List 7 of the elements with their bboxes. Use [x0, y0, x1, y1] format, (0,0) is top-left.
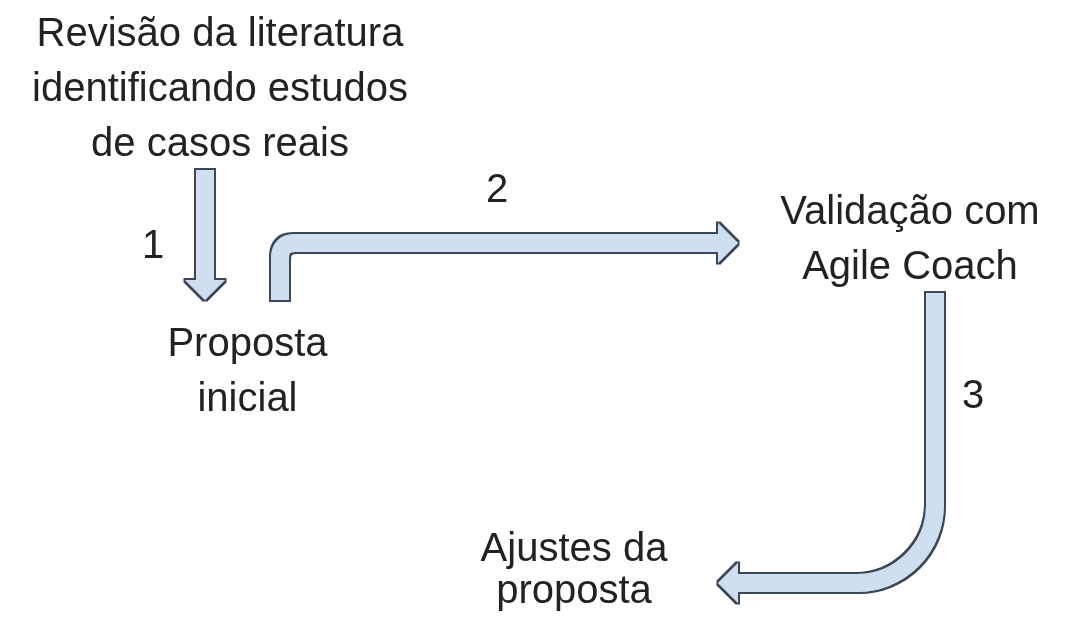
step-text: Validação com Agile Coach — [779, 187, 1041, 289]
step-text: Ajustes da proposta — [479, 526, 669, 610]
step-text: Revisão da literatura identificando estudos de casos reais — [31, 9, 409, 166]
block-arrow — [271, 223, 738, 300]
block-arrow — [718, 293, 944, 603]
step-text: Proposta inicial — [166, 319, 329, 421]
block-arrow — [185, 170, 225, 300]
